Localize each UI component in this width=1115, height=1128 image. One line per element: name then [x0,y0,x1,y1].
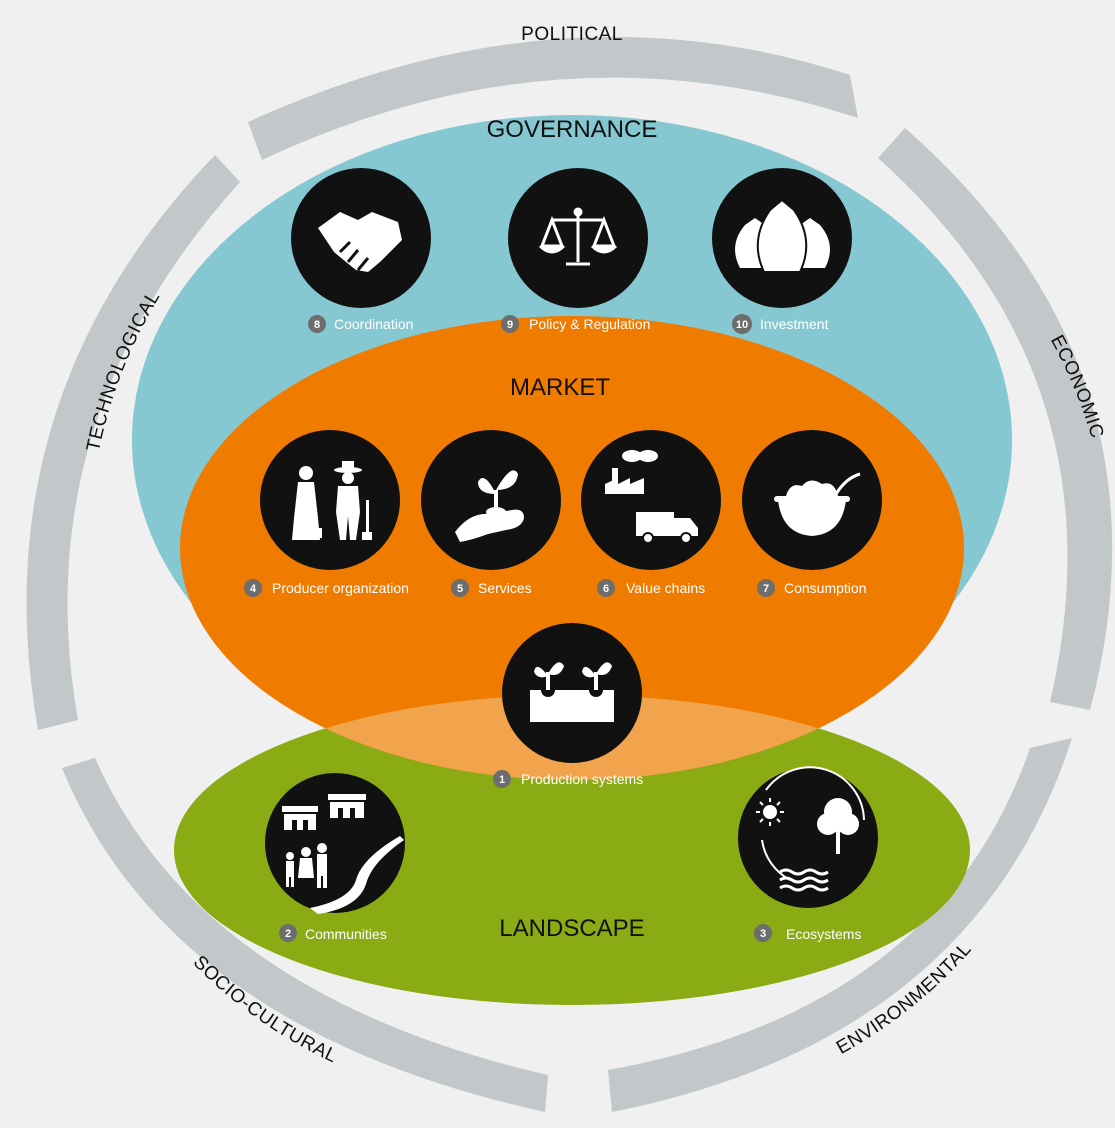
landscape-label: LANDSCAPE [499,915,644,942]
market-label: MARKET [510,374,610,401]
number-text: 8 [314,319,320,331]
number-badge [279,924,297,942]
item-label: Consumption [784,580,867,596]
money-bags-icon [735,198,830,273]
handshake-icon [318,212,402,272]
landscape-zone [174,695,970,1005]
governance-label: GOVERNANCE [487,116,658,143]
number-text: 2 [285,928,291,940]
number-text: 10 [736,319,748,331]
number-text: 1 [499,774,505,786]
number-badge [597,579,615,597]
number-badge [244,579,262,597]
political-arrow [248,36,858,160]
item-label: Coordination [334,316,413,332]
village-icon [282,794,404,914]
number-badge [451,579,469,597]
item-label: Services [478,580,532,596]
hand-sprout-icon [455,470,524,542]
number-badge [732,314,752,334]
sun-tree-water-icon [756,766,865,892]
environmental-arrow [608,738,1072,1112]
number-badge [757,579,775,597]
item-label: Policy & Regulation [529,316,650,332]
outer-ring-arrows [26,36,1113,1112]
item-producer-organization: 4 Producer organization [244,430,409,597]
item-ecosystems: 3 Ecosystems [738,766,878,942]
item-label: Communities [305,926,387,942]
economic-arrow [878,128,1113,710]
item-policy: 9 Policy & Regulation [501,168,650,333]
item-investment: 10 Investment [712,168,852,334]
number-text: 3 [760,928,766,940]
item-services: 5 Services [421,430,561,597]
item-label: Ecosystems [786,926,861,942]
socio-cultural-arrow [62,758,548,1112]
factory-truck-icon [605,450,698,544]
number-badge [308,315,326,333]
number-text: 6 [603,583,609,595]
item-label: Producer organization [272,580,409,596]
technological-arrow [26,155,241,730]
number-text: 4 [250,583,257,595]
item-communities: 2 Communities [265,773,405,942]
item-value-chains: 6 Value chains [581,430,721,597]
number-text: 7 [763,583,769,595]
item-label: Value chains [626,580,705,596]
item-label: Production systems [521,771,643,787]
farmers-icon [292,461,372,540]
bowl-icon [774,472,861,536]
item-production-systems: 1 Production systems [493,623,643,788]
item-label: Investment [760,316,829,332]
scales-icon [538,207,618,266]
number-text: 5 [457,583,463,595]
number-badge [493,770,511,788]
number-text: 9 [507,319,513,331]
political-label: POLITICAL [521,24,623,45]
number-badge [754,924,772,942]
number-badge [501,315,519,333]
seedlings-icon [530,662,614,722]
item-coordination: 8 Coordination [291,168,431,333]
item-consumption: 7 Consumption [742,430,882,597]
market-zone [180,316,964,780]
